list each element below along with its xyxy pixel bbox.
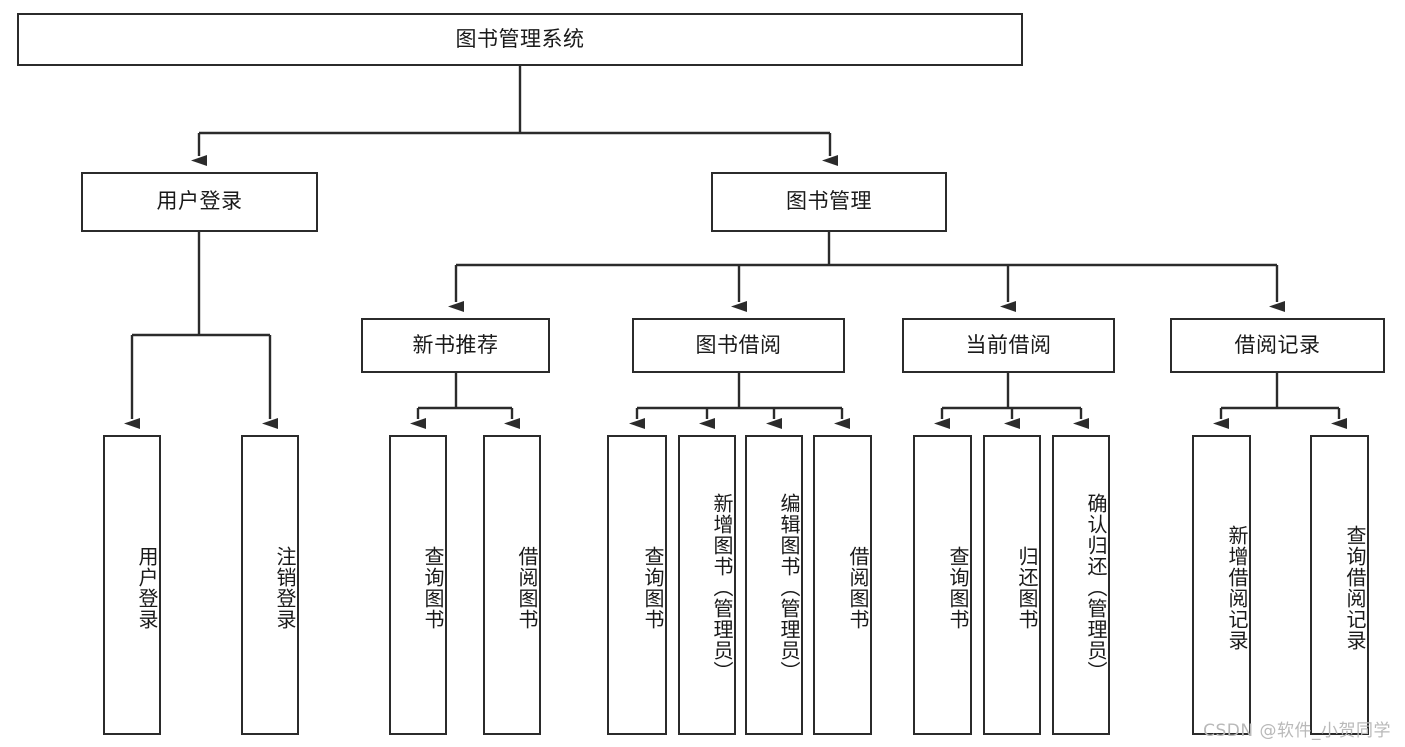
- node-leaf-borrow-book-label: 借阅图书: [846, 546, 870, 630]
- node-book-management[interactable]: 图书管理: [711, 172, 947, 232]
- node-book-borrow[interactable]: 图书借阅: [632, 318, 845, 373]
- node-leaf-query-borrow-record[interactable]: 查询借阅记录: [1310, 435, 1369, 735]
- node-leaf-confirm-return-label: 确认归还（管理员）: [1084, 492, 1108, 682]
- node-leaf-borrow-book[interactable]: 借阅图书: [813, 435, 872, 735]
- node-current-borrow-label: 当前借阅: [965, 332, 1052, 357]
- node-leaf-query-book-recommend[interactable]: 查询图书: [389, 435, 447, 735]
- node-leaf-borrow-book-recommend[interactable]: 借阅图书: [483, 435, 541, 735]
- node-leaf-borrow-book-recommend-label: 借阅图书: [515, 546, 539, 630]
- node-book-borrow-label: 图书借阅: [695, 332, 782, 357]
- node-leaf-add-borrow-record[interactable]: 新增借阅记录: [1192, 435, 1251, 735]
- node-new-book-recommend-label: 新书推荐: [412, 332, 499, 357]
- node-leaf-query-book-borrow-label: 查询图书: [641, 546, 665, 630]
- node-leaf-add-book[interactable]: 新增图书（管理员）: [678, 435, 736, 735]
- node-leaf-logout[interactable]: 注销登录: [241, 435, 299, 735]
- node-user-login-label: 用户登录: [156, 189, 243, 214]
- node-root-label: 图书管理系统: [455, 26, 585, 51]
- node-leaf-query-book-current[interactable]: 查询图书: [913, 435, 972, 735]
- node-leaf-add-book-label: 新增图书（管理员）: [710, 492, 734, 682]
- node-leaf-user-login-label: 用户登录: [135, 546, 159, 630]
- node-new-book-recommend[interactable]: 新书推荐: [361, 318, 550, 373]
- node-leaf-query-book-borrow[interactable]: 查询图书: [607, 435, 667, 735]
- node-leaf-return-book[interactable]: 归还图书: [983, 435, 1041, 735]
- node-leaf-query-book-current-label: 查询图书: [946, 546, 970, 630]
- node-leaf-add-borrow-record-label: 新增借阅记录: [1225, 525, 1249, 651]
- node-user-login[interactable]: 用户登录: [81, 172, 318, 232]
- node-leaf-confirm-return[interactable]: 确认归还（管理员）: [1052, 435, 1110, 735]
- node-leaf-logout-label: 注销登录: [273, 546, 297, 630]
- node-leaf-user-login[interactable]: 用户登录: [103, 435, 161, 735]
- node-borrow-records[interactable]: 借阅记录: [1170, 318, 1385, 373]
- node-leaf-query-book-recommend-label: 查询图书: [421, 546, 445, 630]
- node-leaf-return-book-label: 归还图书: [1015, 546, 1039, 630]
- node-leaf-edit-book-label: 编辑图书（管理员）: [777, 492, 801, 682]
- node-current-borrow[interactable]: 当前借阅: [902, 318, 1115, 373]
- node-leaf-query-borrow-record-label: 查询借阅记录: [1343, 525, 1367, 651]
- watermark-text: CSDN @软件_小贺同学: [1203, 721, 1391, 741]
- node-leaf-edit-book[interactable]: 编辑图书（管理员）: [745, 435, 803, 735]
- node-book-management-label: 图书管理: [786, 189, 872, 214]
- node-borrow-records-label: 借阅记录: [1234, 332, 1321, 357]
- node-root[interactable]: 图书管理系统: [17, 13, 1023, 66]
